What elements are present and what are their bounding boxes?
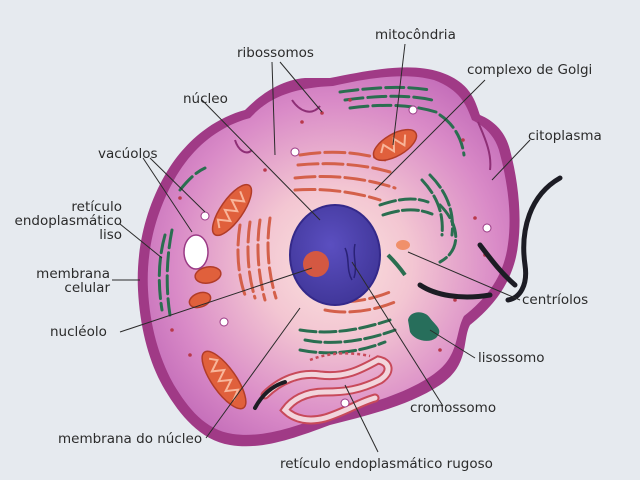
golgi-apparatus bbox=[236, 150, 397, 314]
centrioles bbox=[417, 175, 563, 303]
label-ribossomos: ribossomos bbox=[237, 45, 314, 61]
label-reticulo-liso-2: endoplasmático bbox=[15, 213, 122, 229]
label-membrana-nucleo: membrana do núcleo bbox=[58, 431, 202, 447]
leader-lines bbox=[112, 43, 531, 453]
chromosomes bbox=[344, 243, 357, 281]
vacuole-large bbox=[183, 234, 209, 270]
label-nucleolo: nucléolo bbox=[50, 324, 107, 340]
lysosome bbox=[408, 312, 440, 341]
mitochondria bbox=[188, 128, 418, 410]
label-complexo-golgi: complexo de Golgi bbox=[467, 62, 592, 78]
label-vacuolos: vacúolos bbox=[98, 146, 158, 162]
label-membrana-celular-2: celular bbox=[64, 280, 110, 296]
label-reticulo-rugoso: retículo endoplasmático rugoso bbox=[280, 456, 493, 472]
label-membrana-celular-1: membrana bbox=[36, 266, 110, 282]
smooth-er-central bbox=[298, 173, 458, 355]
label-citoplasma: citoplasma bbox=[528, 128, 602, 144]
label-cromossomo: cromossomo bbox=[410, 400, 496, 416]
smooth-er bbox=[157, 85, 466, 317]
nucleolus bbox=[303, 251, 329, 277]
label-centriolos: centríolos bbox=[522, 292, 588, 308]
label-reticulo-liso-1: retículo bbox=[71, 199, 122, 215]
label-reticulo-liso-3: liso bbox=[99, 227, 122, 243]
label-mitocondria: mitocôndria bbox=[375, 27, 456, 43]
nucleus bbox=[289, 204, 381, 306]
vacuoles-small bbox=[200, 105, 492, 408]
label-lisossomo: lisossomo bbox=[478, 350, 545, 366]
centriole-dot bbox=[396, 240, 410, 250]
label-nucleo: núcleo bbox=[183, 91, 228, 107]
rough-er bbox=[260, 352, 393, 425]
